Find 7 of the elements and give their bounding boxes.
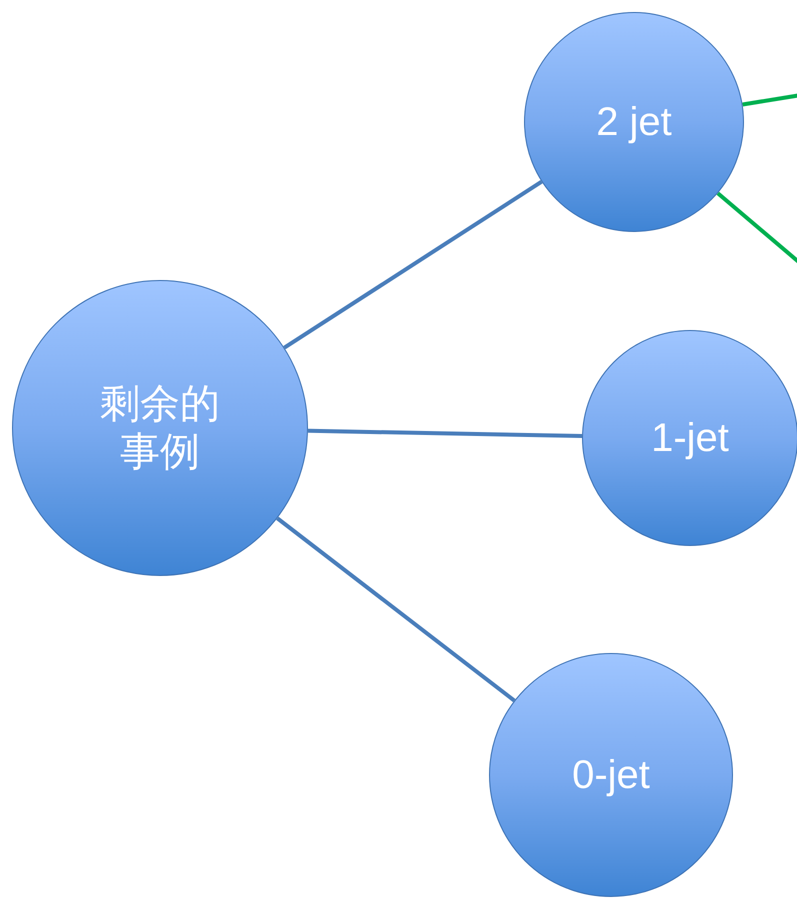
- connector-line: [276, 516, 516, 702]
- circle-node: 1-jet: [582, 330, 797, 546]
- circle-node: 2 jet: [524, 12, 744, 232]
- circle-node: 0-jet: [489, 653, 733, 897]
- circle-node: 剩余的事例: [12, 280, 308, 576]
- connector-line: [308, 428, 582, 438]
- connector-line: [283, 180, 543, 350]
